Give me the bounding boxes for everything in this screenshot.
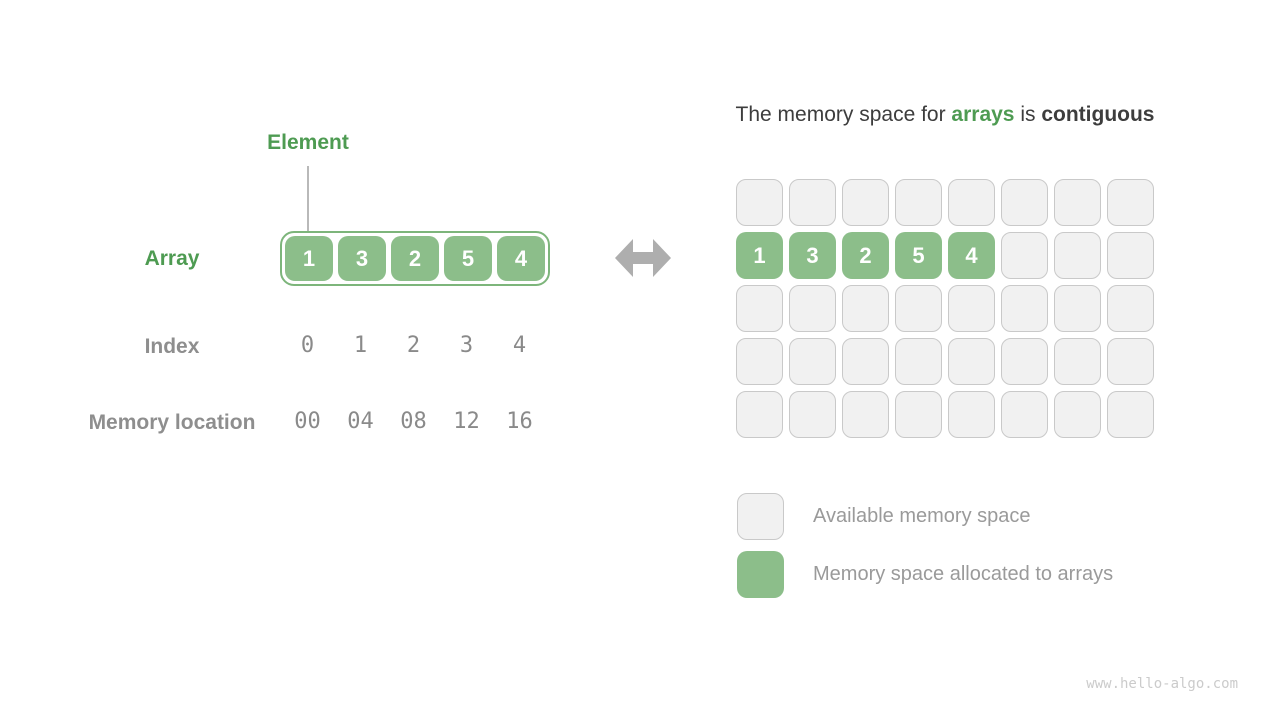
memory-location-value: 12: [453, 409, 480, 434]
index-value: 1: [353, 333, 368, 358]
array-cell: 1: [285, 236, 333, 281]
available-memory-cell: [895, 179, 942, 226]
available-memory-cell: [789, 391, 836, 438]
index-value: 2: [406, 333, 421, 358]
title-emphasis-contiguous: contiguous: [1041, 103, 1155, 126]
available-memory-cell: [1001, 338, 1048, 385]
title-highlight-arrays: arrays: [951, 103, 1015, 126]
legend-item-available: Available memory space: [737, 493, 1113, 540]
available-memory-cell: [948, 285, 995, 332]
available-memory-cell: [895, 285, 942, 332]
diagram-title: The memory space for arrays is contiguou…: [695, 102, 1195, 128]
memory-location-value: 16: [506, 409, 533, 434]
available-memory-cell: [1054, 285, 1101, 332]
array-label: Array: [144, 247, 200, 270]
memory-location-value: 08: [400, 409, 427, 434]
allocated-memory-cell: 1: [736, 232, 783, 279]
available-memory-cell: [948, 338, 995, 385]
memory-location-value: 04: [347, 409, 374, 434]
allocated-memory-cell: 2: [842, 232, 889, 279]
available-memory-cell: [842, 338, 889, 385]
available-memory-cell: [1107, 391, 1154, 438]
element-label: Element: [267, 131, 349, 154]
available-memory-cell: [789, 338, 836, 385]
available-memory-cell: [1107, 338, 1154, 385]
allocated-memory-cell: 4: [948, 232, 995, 279]
available-memory-cell: [1107, 179, 1154, 226]
memory-location-value: 00: [294, 409, 321, 434]
available-memory-cell: [1107, 232, 1154, 279]
allocated-memory-cell: 5: [895, 232, 942, 279]
available-memory-cell: [842, 391, 889, 438]
available-memory-cell: [842, 285, 889, 332]
available-memory-cell: [736, 285, 783, 332]
index-value: 0: [300, 333, 315, 358]
available-memory-cell: [736, 391, 783, 438]
available-memory-cell: [736, 338, 783, 385]
array-cell: 5: [444, 236, 492, 281]
index-label: Index: [144, 335, 200, 358]
available-memory-cell: [736, 179, 783, 226]
memory-location-row: 00 04 08 12 16: [281, 410, 546, 434]
index-value: 4: [512, 333, 527, 358]
available-memory-cell: [895, 338, 942, 385]
available-memory-cell: [1054, 338, 1101, 385]
available-memory-cell: [1054, 179, 1101, 226]
memory-location-label: Memory location: [88, 411, 256, 434]
available-memory-cell: [895, 391, 942, 438]
legend-item-allocated: Memory space allocated to arrays: [737, 551, 1113, 598]
available-memory-cell: [1054, 391, 1101, 438]
index-row: 0 1 2 3 4: [281, 334, 546, 358]
double-arrow-icon: [615, 239, 671, 277]
available-memory-cell: [1107, 285, 1154, 332]
available-memory-cell: [1001, 285, 1048, 332]
available-memory-cell: [789, 179, 836, 226]
available-memory-cell: [948, 391, 995, 438]
title-middle: is: [1014, 103, 1042, 126]
array-cell: 4: [497, 236, 545, 281]
legend-label: Available memory space: [813, 505, 1031, 527]
available-memory-cell: [1001, 179, 1048, 226]
array-cell: 2: [391, 236, 439, 281]
available-memory-swatch: [737, 493, 784, 540]
legend: Available memory space Memory space allo…: [737, 493, 1113, 598]
watermark: www.hello-algo.com: [1086, 676, 1238, 692]
available-memory-cell: [842, 179, 889, 226]
array-cell: 3: [338, 236, 386, 281]
element-pointer-line: [307, 166, 309, 232]
allocated-memory-cell: 3: [789, 232, 836, 279]
available-memory-cell: [1001, 391, 1048, 438]
legend-label: Memory space allocated to arrays: [813, 563, 1114, 585]
available-memory-cell: [1054, 232, 1101, 279]
index-value: 3: [459, 333, 474, 358]
available-memory-cell: [948, 179, 995, 226]
available-memory-cell: [789, 285, 836, 332]
title-prefix: The memory space for: [735, 103, 952, 126]
allocated-memory-swatch: [737, 551, 784, 598]
available-memory-cell: [1001, 232, 1048, 279]
